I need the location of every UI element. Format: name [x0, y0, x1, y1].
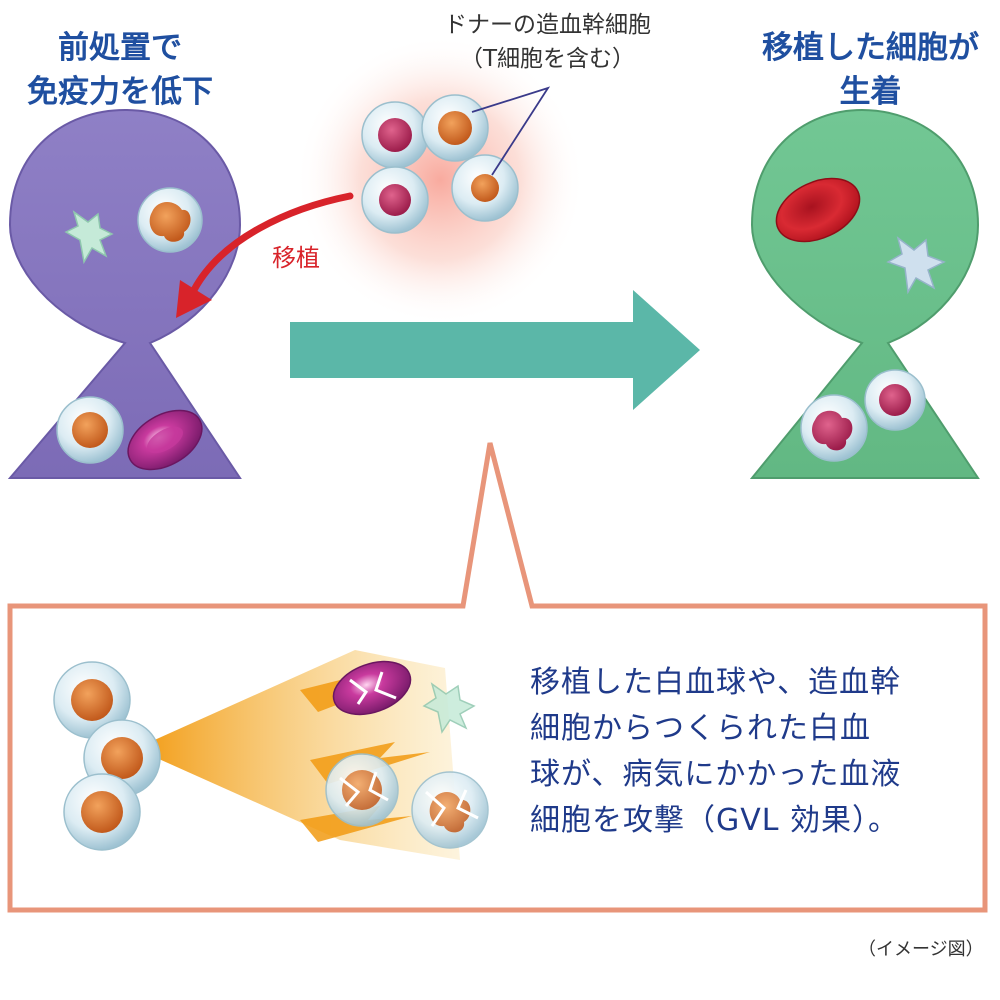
keyhole-figure: [7, 108, 242, 479]
t-cell-icon: [56, 396, 124, 464]
gvl-line-1: 移植した白血球や、造血幹: [530, 665, 902, 700]
title-before: 前処置で 免疫力を低下: [0, 26, 240, 114]
title-after-line-1: 移植した細胞が: [762, 30, 979, 66]
gvl-callout: [7, 442, 988, 913]
gvl-line-4: 細胞を攻撃（GVL 効果）。: [530, 803, 900, 838]
donor-cell-icon: [864, 369, 926, 431]
target-cells: [325, 660, 489, 849]
donor-label-line-2: （T細胞を含む）: [459, 46, 636, 72]
gvl-description: 移植した白血球や、造血幹 細胞からつくられた白血 球が、病気にかかった血液 細胞…: [530, 660, 960, 844]
gvl-line-2: 細胞からつくられた白血: [530, 711, 871, 746]
broken-cell-icon: [332, 660, 412, 716]
patient-after-figure: [749, 108, 980, 479]
label-pointer: [471, 86, 551, 176]
dendritic-cell-icon: [64, 210, 114, 265]
title-after: 移植した細胞が 生着: [748, 26, 993, 114]
transplant-arrow: [176, 192, 354, 318]
red-blood-cell-icon: [775, 177, 861, 243]
attacking-cells: [53, 661, 161, 851]
white-blood-cell-icon: [800, 394, 868, 462]
title-before-line-2: 免疫力を低下: [27, 74, 213, 110]
donor-cell-icon: [361, 101, 429, 169]
title-before-line-1: 前処置で: [58, 30, 182, 66]
t-cell-icon: [421, 94, 489, 162]
donor-cells: [295, 35, 585, 325]
t-cell-icon: [451, 154, 519, 222]
donor-label-line-1: ドナーの造血幹細胞: [444, 12, 651, 38]
dendritic-cell-icon: [886, 236, 946, 295]
title-after-line-2: 生着: [839, 74, 902, 110]
big-right-arrow: [290, 290, 700, 410]
dendritic-cell-icon: [422, 682, 476, 734]
broken-cell-icon: [411, 771, 489, 849]
donor-label: ドナーの造血幹細胞 （T細胞を含む）: [405, 8, 690, 76]
transplant-label: 移植: [272, 244, 320, 272]
image-note: （イメージ図）: [858, 939, 984, 960]
t-cell-icon: [63, 773, 141, 851]
t-cell-icon: [53, 661, 131, 739]
patient-before-figure: [7, 108, 242, 479]
white-blood-cell-icon: [137, 187, 203, 253]
gvl-line-3: 球が、病気にかかった血液: [530, 757, 902, 792]
red-blood-cell-icon: [127, 409, 203, 471]
donor-cell-icon: [361, 166, 429, 234]
broken-cell-icon: [325, 753, 399, 827]
